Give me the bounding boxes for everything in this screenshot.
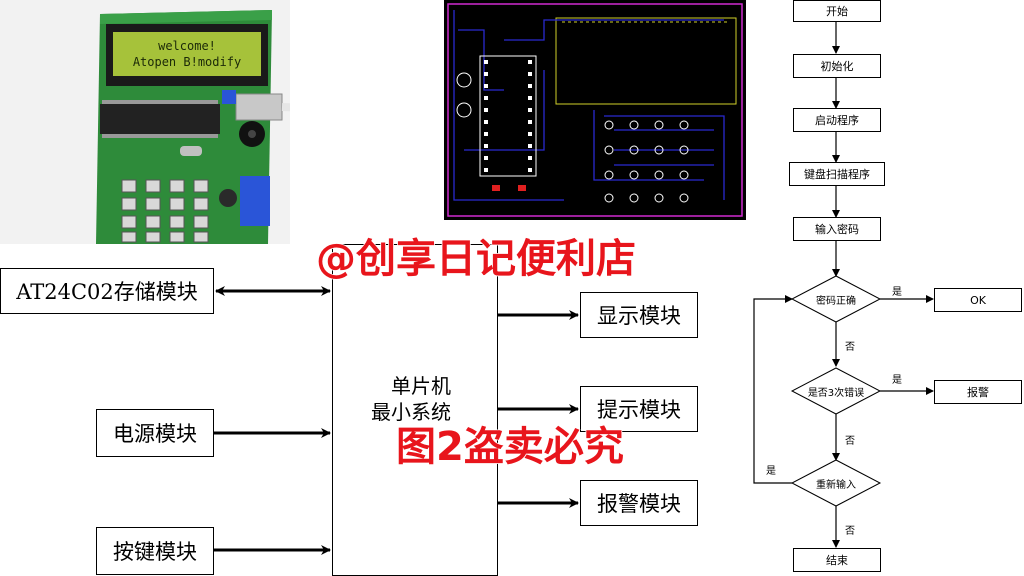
flow-end-label: 结束: [826, 554, 848, 567]
mcu-label-line1: 单片机: [391, 374, 451, 398]
alarm-module-box: 报警模块: [580, 480, 698, 526]
prompt-module-box: 提示模块: [580, 386, 698, 432]
mcu-system-box: 单片机 最小系统: [332, 244, 498, 576]
flow-input: 输入密码: [793, 217, 881, 241]
power-module-box: 电源模块: [96, 409, 214, 457]
check-password-label: 密码正确: [816, 296, 856, 307]
reinput-label: 重新输入: [816, 480, 856, 491]
decision-reinput: [790, 459, 882, 507]
decision-three-errors: [790, 367, 882, 415]
yes-label-loop: 是: [766, 466, 776, 477]
no-label-3: 否: [845, 526, 855, 537]
decision-password-correct: [790, 275, 882, 323]
watermark-line-1: @创享日记便利店: [315, 235, 637, 283]
keys-module-label: 按键模块: [113, 540, 197, 564]
three-errors-label: 是否3次错误: [807, 388, 865, 399]
alarm-module-label: 报警模块: [597, 492, 681, 516]
lcd-line-1: welcome!: [158, 39, 216, 53]
board-photo: welcome! Atopen B!modify: [0, 0, 290, 244]
storage-module-box: AT24C02存储模块: [0, 268, 214, 314]
flow-ok: OK: [934, 288, 1022, 312]
yes-label-ok: 是: [892, 287, 902, 298]
flow-init-label: 初始化: [820, 60, 854, 73]
no-label-2: 否: [845, 436, 855, 447]
flow-init: 初始化: [793, 54, 881, 78]
flow-alarm-label: 报警: [967, 386, 989, 399]
flow-scan-label: 键盘扫描程序: [804, 168, 870, 181]
storage-module-label: AT24C02存储模块: [16, 280, 198, 304]
flow-launch: 启动程序: [793, 108, 881, 132]
prompt-module-label: 提示模块: [597, 398, 681, 422]
flow-start: 开始: [793, 0, 881, 22]
flow-scan: 键盘扫描程序: [789, 162, 885, 186]
keys-module-box: 按键模块: [96, 527, 214, 575]
flow-start-label: 开始: [826, 5, 848, 18]
no-label-1: 否: [845, 342, 855, 353]
flow-ok-label: OK: [970, 293, 986, 307]
pcb-layout: [444, 0, 746, 220]
flow-end: 结束: [793, 548, 881, 572]
display-module-label: 显示模块: [597, 304, 681, 328]
power-module-label: 电源模块: [113, 422, 197, 446]
watermark-line-2: 图2盗卖必究: [395, 423, 624, 471]
flow-launch-label: 启动程序: [815, 114, 859, 127]
block-diagram-connectors: [214, 286, 579, 555]
flow-input-label: 输入密码: [815, 223, 859, 236]
yes-label-alarm: 是: [892, 375, 902, 386]
flow-alarm: 报警: [934, 380, 1022, 404]
display-module-box: 显示模块: [580, 292, 698, 338]
pcb-layout-drawing: [447, 3, 743, 217]
board-photo-drawing: welcome! Atopen B!modify: [96, 10, 290, 244]
lcd-line-2: Atopen B!modify: [133, 55, 241, 69]
mcu-label-line2: 最小系统: [371, 400, 451, 424]
flowchart-connectors: [753, 22, 934, 548]
